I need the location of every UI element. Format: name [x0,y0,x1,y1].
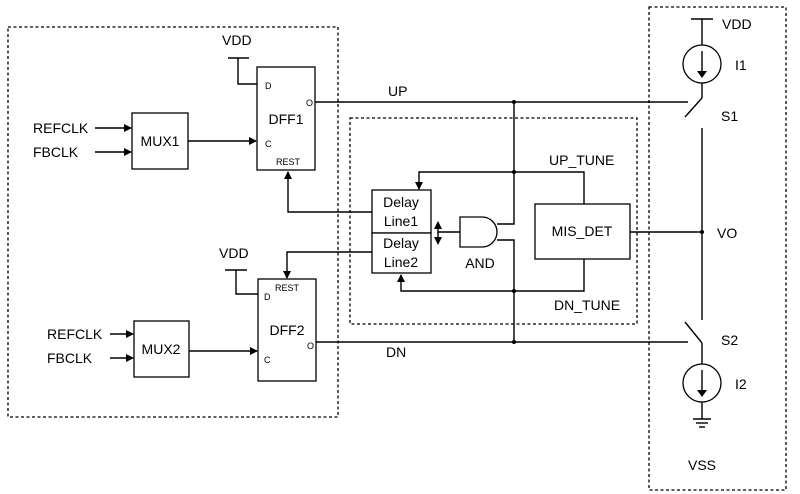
switch-s1 [684,97,703,118]
up-tune-label: UP_TUNE [549,152,614,168]
up-to-and-wire [497,102,515,225]
mis-det-label: MIS_DET [552,223,613,239]
delay-line2-label-b: Line2 [384,254,418,270]
i2-label: I2 [735,376,747,392]
s2-label: S2 [721,332,738,348]
vdd-to-d1-wire [237,58,257,85]
fbclk-label-1: FBCLK [33,144,79,160]
and-output-wire [434,221,460,233]
junction-dn-tune [512,289,516,293]
dn-to-and-wire [497,239,515,342]
dff1-pin-c: C [265,139,272,149]
dff2-label: DFF2 [270,322,305,338]
mux2-label: MUX2 [142,341,181,357]
dff1-block [256,66,316,171]
dff2-pin-d: D [264,292,271,302]
s1-label: S1 [721,108,738,124]
and-gate [459,216,498,248]
delay-line2-label-a: Delay [383,235,419,251]
charge-pump-boundary [648,6,787,491]
and-label: AND [465,255,495,271]
delay-line1-label-a: Delay [383,194,419,210]
dff1-pin-o: O [306,98,313,108]
mux2-block [133,320,190,378]
fbclk-label-2: FBCLK [47,350,93,366]
dff1-label: DFF1 [269,111,304,127]
vdd-label-right: VDD [722,16,752,32]
vdd-label-dff1: VDD [222,32,252,48]
vss-label: VSS [688,457,716,473]
vdd-to-d2-wire [235,270,258,295]
ground-icon [693,418,711,428]
refclk-label-1: REFCLK [33,120,89,136]
up-tune-wire [415,171,585,204]
pfd-boundary [7,26,339,418]
junction-vo [700,230,704,234]
dn-tune-wire [397,259,585,292]
dff2-pin-c: C [264,355,271,365]
i1-arrow-head [697,71,707,78]
junction-up [512,100,516,104]
dff1-pin-rest: REST [276,157,301,167]
dff2-pin-rest: REST [275,283,300,293]
switch-s2 [684,321,703,344]
i2-arrow-head [697,390,707,397]
refclk-label-2: REFCLK [47,326,103,342]
delay-line1-label-b: Line1 [384,213,418,229]
dff1-pin-d: D [265,81,272,91]
mis-det-block [534,203,631,260]
delay2-to-dff2-rest-wire [283,251,372,279]
dff2-block [257,278,317,382]
vdd-label-dff2: VDD [219,245,249,261]
delay-line1-block [371,189,432,234]
mux1-label: MUX1 [141,133,180,149]
vo-label: VO [717,225,737,241]
delay1-to-dff1-rest-wire [284,171,372,213]
delay-line2-block [371,232,432,274]
up-label: UP [388,83,407,99]
i1-label: I1 [735,57,747,73]
junction-dn [512,340,516,344]
tuning-boundary [349,117,638,325]
dn-label: DN [386,344,406,360]
dff2-pin-o: O [307,341,314,351]
dn-tune-label: DN_TUNE [554,297,620,313]
mux1-block [131,112,189,170]
junction-up-tune [512,170,516,174]
